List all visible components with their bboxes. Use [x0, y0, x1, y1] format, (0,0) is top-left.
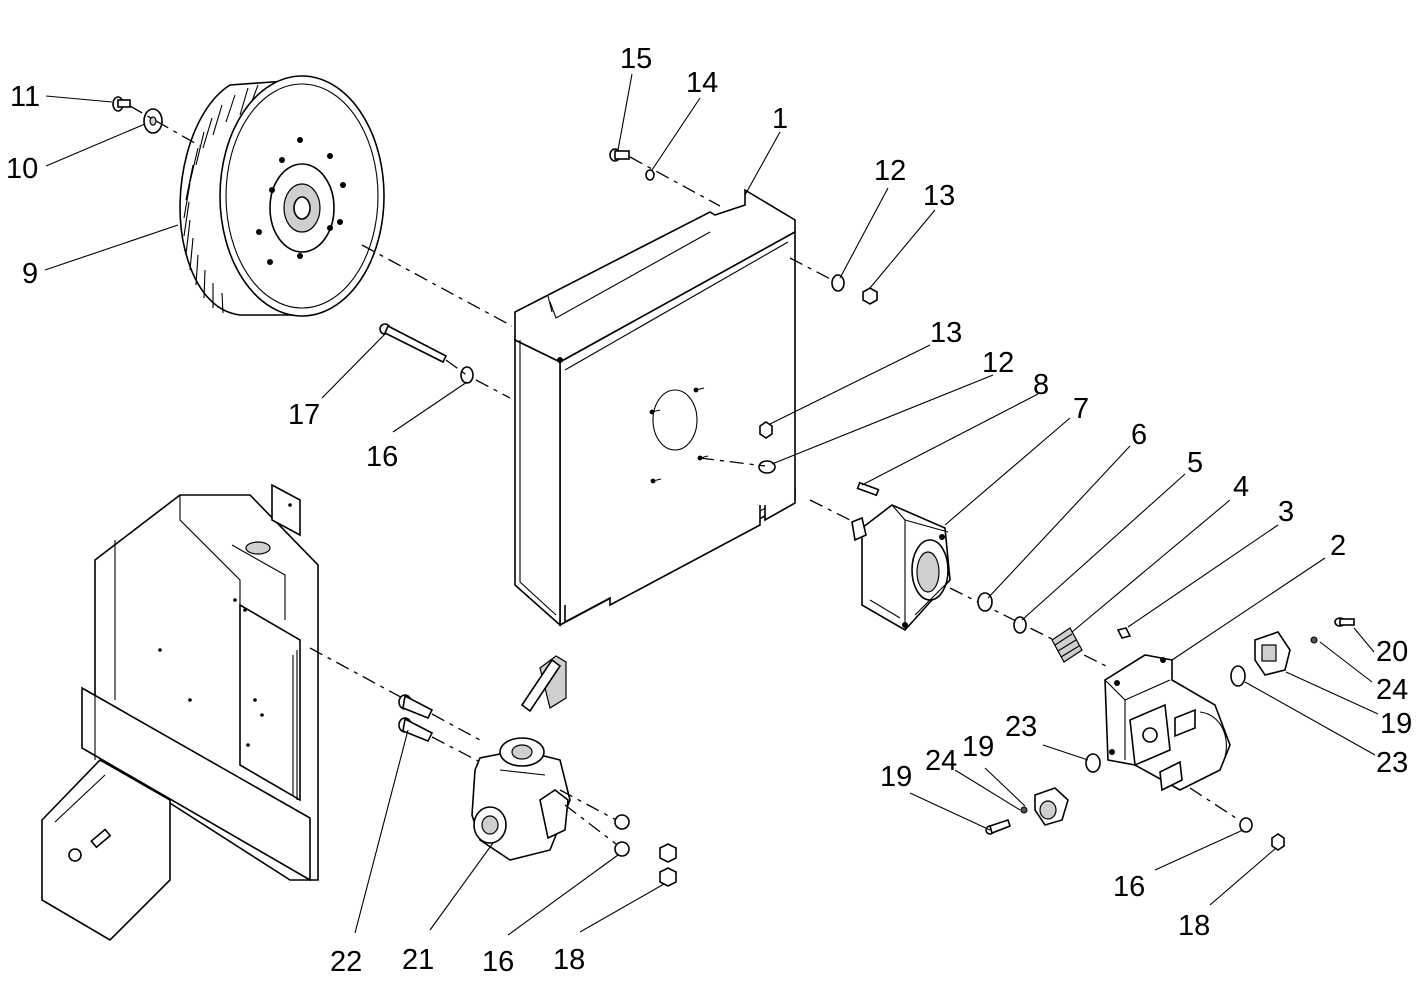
callout-14: 14 [686, 67, 718, 99]
callout-16: 16 [482, 946, 514, 978]
washer-part-16-right [1239, 817, 1253, 833]
callout-5: 5 [1187, 447, 1203, 479]
bolt-part-18-right [1271, 833, 1285, 851]
callout-24: 24 [1376, 674, 1408, 706]
fitting-part-19-lower [1034, 787, 1069, 826]
adapter-part-7 [851, 504, 951, 632]
assembly-line-frame-valve [309, 647, 411, 703]
key-part-8 [856, 481, 880, 497]
callout-1: 1 [772, 103, 788, 135]
bolt-part-22-upper [398, 694, 434, 720]
key-part-3 [1116, 627, 1132, 639]
ring-part-5 [1013, 616, 1027, 634]
callout-8: 8 [1033, 369, 1049, 401]
fan-wheel-part-9 [179, 75, 385, 317]
machine-frame [41, 483, 319, 942]
assembly-line-long-bolt [445, 359, 511, 399]
callout-17: 17 [288, 399, 320, 431]
assembly-line-pump-bolt [1189, 787, 1243, 823]
callout-9: 9 [22, 258, 38, 290]
assembly-line-valve-nuts [559, 789, 621, 848]
callout-20: 20 [1376, 636, 1408, 668]
callout-19: 19 [962, 731, 994, 763]
assembly-line-top-nut [789, 257, 839, 284]
assembly-line-top-bolt [629, 156, 721, 207]
callout-22: 22 [330, 946, 362, 978]
callout-19: 19 [880, 761, 912, 793]
callout-11: 11 [10, 81, 40, 113]
bolt-part-20 [1334, 617, 1355, 627]
callout-18: 18 [553, 944, 585, 976]
washer-part-14 [645, 169, 655, 181]
bolt-part-11 [112, 96, 131, 112]
bolt-part-22-lower [398, 717, 434, 743]
callout-16: 16 [366, 441, 398, 473]
assembly-line-adapter [809, 499, 861, 526]
washer-part-12-inner [758, 460, 776, 474]
fitting-part-19-right [1254, 631, 1291, 676]
callout-6: 6 [1131, 419, 1147, 451]
washer-part-16-left [460, 366, 474, 384]
callout-19: 19 [1380, 708, 1412, 740]
o-ring-part-23-right [1230, 665, 1246, 687]
callout-15: 15 [620, 43, 652, 75]
long-bolt-part-17 [379, 323, 448, 364]
assembly-line-fan-bolt [129, 105, 201, 147]
hydraulic-pump-part-2 [1104, 654, 1231, 792]
callout-7: 7 [1073, 393, 1089, 425]
callout-4: 4 [1233, 471, 1249, 503]
callout-21: 21 [402, 944, 434, 976]
washer-part-10 [143, 108, 163, 134]
bolt-part-15 [609, 148, 630, 162]
assembly-line-inner-washer [699, 457, 766, 467]
washer-part-24-right [1310, 636, 1318, 644]
callout-3: 3 [1278, 496, 1294, 528]
washer-part-24-lower [1020, 806, 1028, 814]
o-ring-part-23-lower [1085, 753, 1101, 773]
callout-23: 23 [1376, 747, 1408, 779]
bolt-part-19-lower [985, 818, 1011, 835]
callout-2: 2 [1330, 530, 1346, 562]
valve-part-21 [471, 655, 571, 861]
callout-18: 18 [1178, 910, 1210, 942]
callout-13: 13 [930, 317, 962, 349]
coupling-part-4 [1051, 627, 1083, 663]
callout-24: 24 [925, 745, 957, 777]
leader-lines [44, 73, 1379, 936]
washer-part-16-valve [614, 814, 630, 857]
callout-16: 16 [1113, 871, 1145, 903]
washer-part-12-top [831, 274, 845, 292]
assembly-line-valve-bolts [431, 713, 481, 763]
callout-13: 13 [923, 180, 955, 212]
assembly-line-coupling [949, 587, 1111, 669]
callout-12: 12 [982, 347, 1014, 379]
callout-12: 12 [874, 155, 906, 187]
nut-part-18-valve [659, 843, 677, 887]
nut-part-13-top [862, 287, 878, 305]
fan-housing-part-1 [514, 188, 796, 627]
callout-23: 23 [1005, 711, 1037, 743]
callout-10: 10 [6, 153, 38, 185]
nut-part-13-inner [759, 421, 773, 439]
callout-labels: 11 10 9 15 14 1 12 13 13 12 8 7 6 5 4 3 … [6, 43, 1412, 978]
assembly-line-fan-housing [361, 244, 513, 327]
